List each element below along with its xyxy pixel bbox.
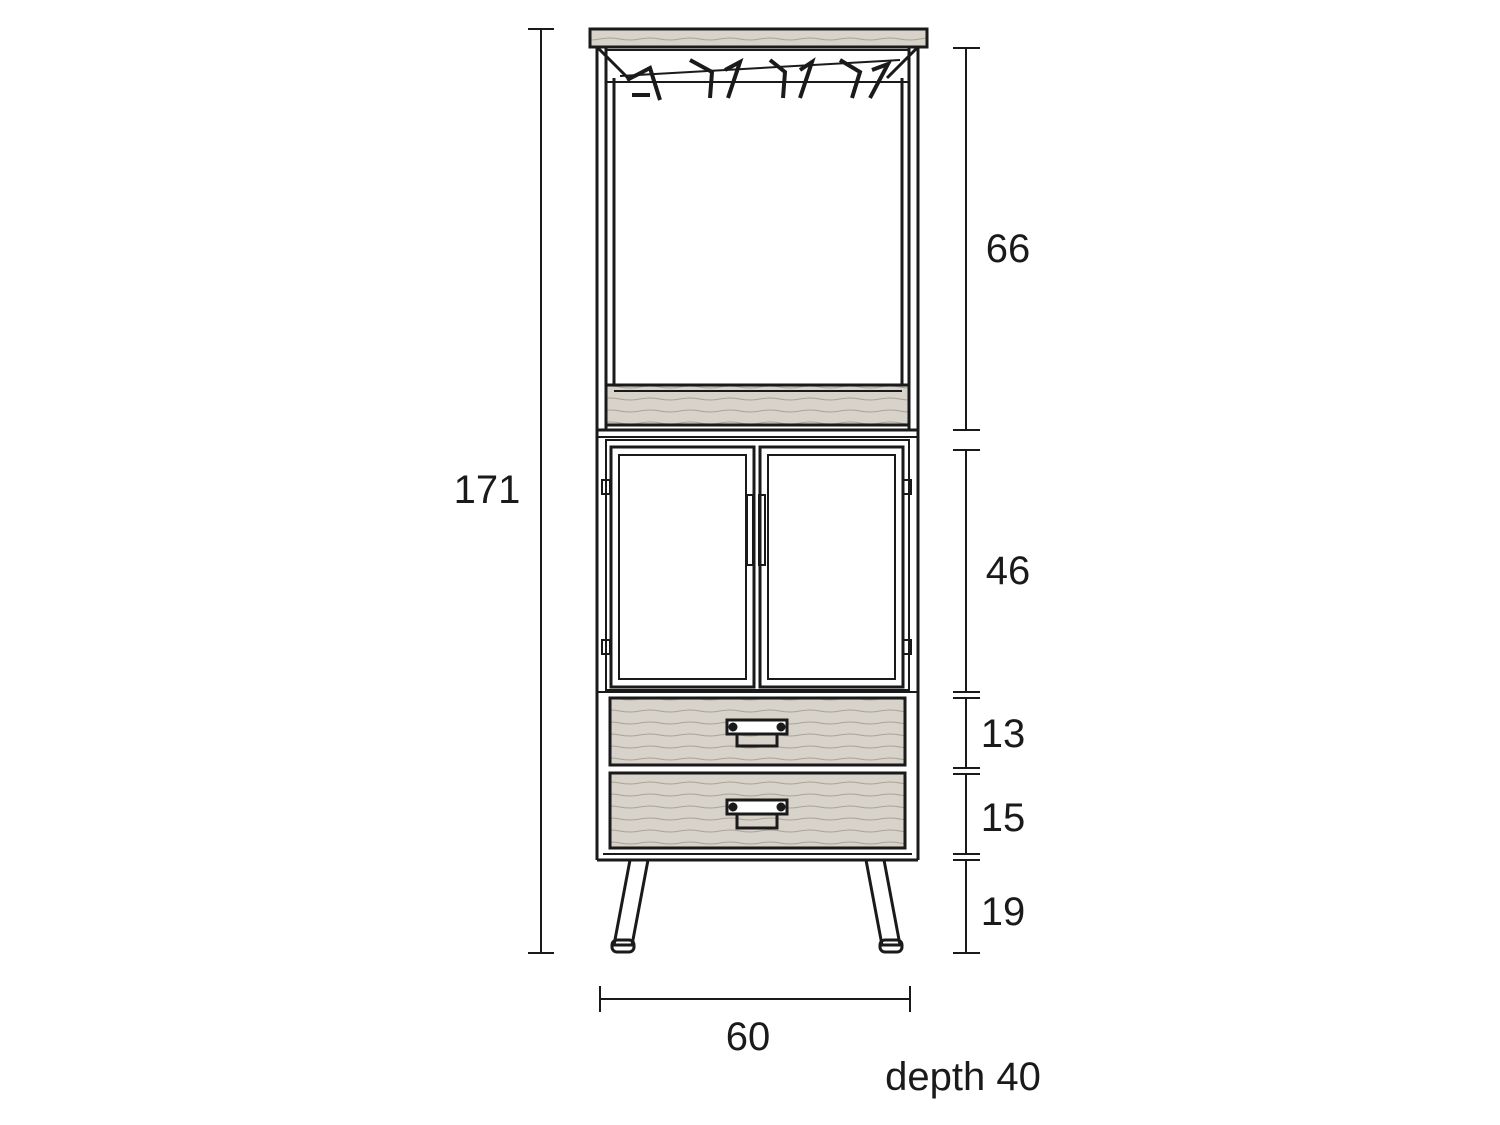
cabinet-illustration xyxy=(588,27,929,954)
right-leg xyxy=(864,859,904,954)
left-leg xyxy=(610,859,650,954)
glass-holder-rack xyxy=(619,57,901,101)
width-dimension-line xyxy=(599,986,911,1012)
top-section-height-label: 66 xyxy=(986,227,1031,271)
width-label: 60 xyxy=(726,1015,771,1059)
lower-drawer-handle xyxy=(725,798,789,830)
door-section-height-label: 46 xyxy=(986,549,1031,593)
upper-drawer-handle xyxy=(725,718,789,748)
left-glass-door xyxy=(609,445,756,689)
lower-drawer-height-label: 15 xyxy=(981,796,1026,840)
right-door-handle xyxy=(758,494,766,566)
upper-drawer-height-label: 13 xyxy=(981,712,1026,756)
total-height-dimension-line xyxy=(528,28,554,954)
depth-label: depth 40 xyxy=(885,1055,1041,1099)
left-door-handle xyxy=(746,494,754,566)
total-height-label: 171 xyxy=(454,468,521,512)
dimension-lines xyxy=(528,28,980,1012)
door-section-frame xyxy=(605,439,910,691)
leg-height-label: 19 xyxy=(981,890,1026,934)
section-dimension-lines xyxy=(953,47,980,954)
top-board xyxy=(588,27,929,49)
right-glass-door xyxy=(758,445,905,689)
